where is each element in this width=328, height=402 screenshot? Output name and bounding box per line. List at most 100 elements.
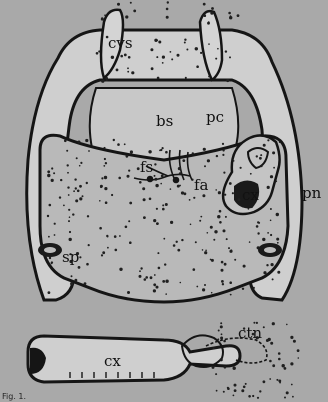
stipple-dot [118,177,121,180]
stipple-dot [75,279,78,282]
stipple-dot [104,14,106,16]
stipple-dot [196,286,198,288]
label-cvs: cvs [108,34,133,52]
stipple-dot [263,380,266,383]
stipple-dot [139,181,142,184]
stipple-dot [270,342,273,345]
stipple-dot [233,395,235,397]
stipple-dot [234,384,237,387]
stipple-dot [154,39,157,42]
stipple-dot [208,43,210,45]
stipple-dot [252,395,254,397]
stipple-dot [139,275,142,278]
stipple-dot [262,238,265,241]
stipple-dot [293,340,296,343]
stipple-dot [261,165,263,167]
stipple-dot [290,336,293,339]
stipple-dot [272,278,274,280]
spiracle-right-inner [264,247,276,253]
stipple-dot [103,147,105,149]
stipple-dot [208,21,210,23]
stipple-dot [71,275,73,277]
stipple-dot [182,159,185,162]
stipple-dot [278,352,281,355]
stipple-dot [78,266,81,269]
stipple-dot [267,186,270,189]
stipple-dot [221,269,224,272]
stipple-dot [267,232,269,234]
stipple-dot [73,190,75,192]
stipple-dot [222,154,224,156]
stipple-dot [242,288,244,290]
stipple-dot [80,162,82,164]
stipple-dot [211,259,214,262]
stipple-dot [204,284,206,286]
stipple-dot [298,357,300,359]
stipple-dot [120,55,123,58]
stipple-dot [177,249,180,252]
stipple-dot [257,397,259,399]
stipple-dot [260,154,262,156]
stipple-dot [269,360,272,363]
stipple-dot [210,12,213,15]
stipple-dot [276,238,279,241]
label-pn: pn [302,184,322,202]
stipple-dot [272,364,275,367]
stipple-dot [51,167,53,169]
stipple-dot [251,206,253,208]
stipple-dot [66,150,68,152]
stipple-dot [145,276,148,279]
stipple-dot [47,170,50,173]
stipple-dot [276,379,278,381]
stipple-dot [267,139,269,141]
stipple-dot [154,175,156,177]
stipple-dot [170,188,172,190]
stipple-dot [105,201,108,204]
stipple-dot [119,268,122,271]
stipple-dot [104,187,107,190]
stipple-dot [150,276,153,279]
stipple-dot [189,199,191,201]
stipple-dot [153,283,156,286]
stipple-dot [223,391,225,393]
stipple-dot [243,265,246,268]
stipple-dot [195,47,198,50]
stipple-dot [213,239,215,241]
stipple-dot [156,208,158,210]
stipple-dot [82,195,84,197]
stipple-dot [47,174,50,177]
stipple-dot [259,390,261,392]
stipple-dot [64,140,67,143]
stipple-dot [225,50,227,52]
stipple-dot [165,203,168,206]
stipple-dot [67,172,69,174]
stipple-dot [202,288,205,291]
stipple-dot [248,395,251,398]
stipple-dot [240,167,242,169]
stipple-dot [127,291,130,294]
stipple-dot [297,349,300,352]
figure-number: Fig. 1. [2,392,26,401]
stipple-dot [54,234,56,236]
stipple-dot [179,185,181,187]
stipple-dot [126,155,129,158]
stipple-dot [127,71,129,73]
stipple-dot [226,79,229,82]
stipple-dot [224,194,226,196]
stipple-dot [70,282,73,285]
stipple-dot [193,197,195,199]
stipple-dot [153,289,156,292]
stipple-dot [69,216,71,218]
stipple-dot [124,143,126,145]
stipple-dot [162,280,165,283]
stipple-dot [229,250,232,253]
stipple-dot [200,52,202,54]
stipple-dot [181,191,184,194]
stipple-dot [68,220,70,222]
stipple-dot [129,202,132,205]
stipple-dot [162,62,164,64]
stipple-dot [266,264,268,266]
stipple-dot [250,173,252,175]
stipple-dot [119,235,121,237]
stipple-dot [217,338,219,340]
